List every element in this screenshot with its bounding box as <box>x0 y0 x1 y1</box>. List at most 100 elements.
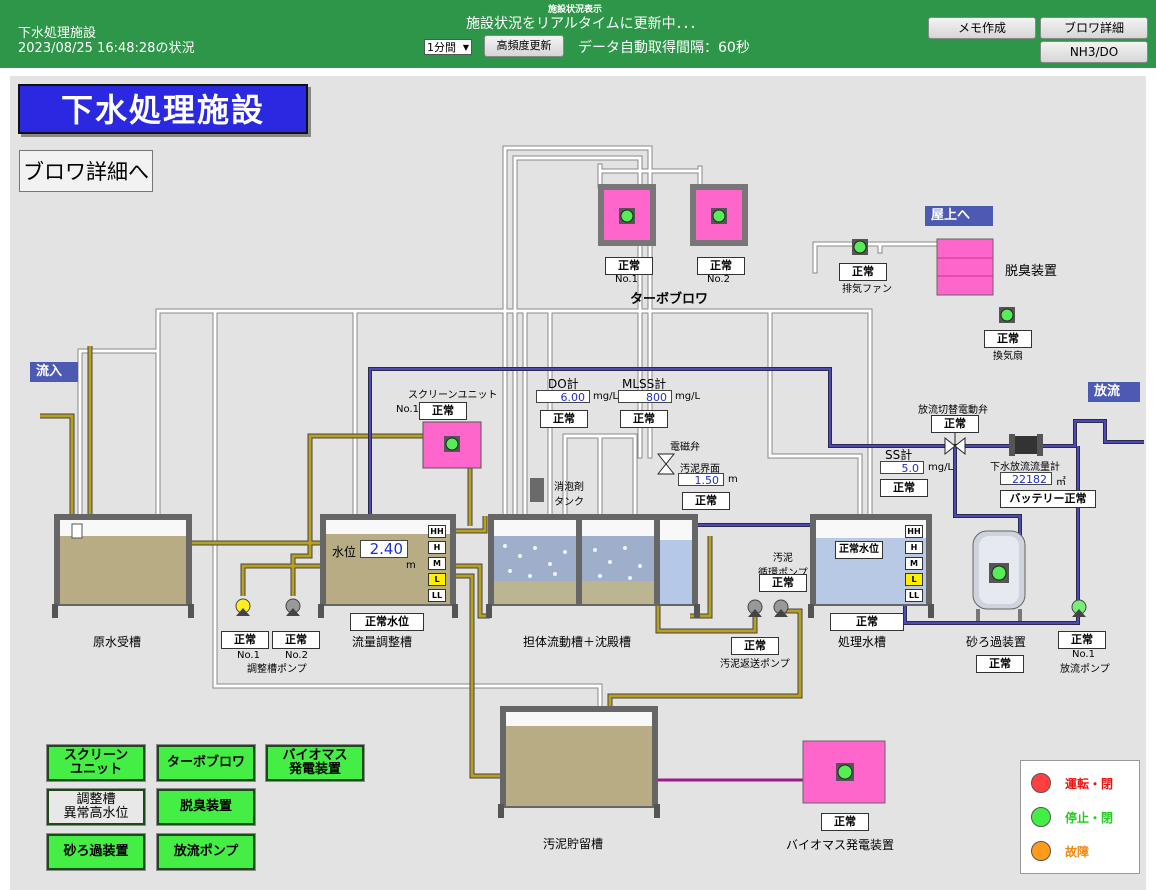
adjust-pump-1-status: 正常 <box>221 631 269 649</box>
interval-select-value: 1分間 <box>427 41 456 54</box>
do-value: 6.00 <box>536 390 590 404</box>
ss-value: 5.0 <box>880 461 924 475</box>
nav-discharge-pump-button[interactable]: 放流ポンプ <box>156 833 256 871</box>
screen-unit-no1-label: No.1 <box>396 404 419 415</box>
sludge-interface-status: 正常 <box>682 492 730 510</box>
sludge-return-pump-status: 正常 <box>731 637 779 655</box>
orange-lamp-icon <box>1031 841 1051 861</box>
discharge-tag: 放流 <box>1088 382 1140 402</box>
vent-fan-label: 換気扇 <box>993 351 1023 362</box>
refresh-message: 施設状況をリアルタイムに更新中．．． <box>466 16 704 32</box>
blower-detail-button[interactable]: ブロワ詳細 <box>1040 17 1148 39</box>
sludge-return-pump-label: 汚泥返送ポンプ <box>720 659 790 670</box>
status-legend: 運転・閉 停止・閉 故障 <box>1020 760 1140 874</box>
defoamer-tank-label: 消泡剤 タンク <box>554 482 584 508</box>
treated-level-hh: HH <box>905 525 923 538</box>
raw-water-tank-label: 原水受槽 <box>93 635 142 649</box>
do-unit: mg/L <box>593 391 619 402</box>
page-caption: 施設状況表示 <box>548 5 603 15</box>
red-lamp-icon <box>1031 773 1051 793</box>
mlss-value: 800 <box>618 390 672 404</box>
sludge-interface-unit: m <box>728 474 738 485</box>
carrier-settling-tank <box>486 478 700 618</box>
top-header: 下水処理施設 2023/08/25 16:48:28の状況 施設状況表示 施設状… <box>0 0 1156 68</box>
treated-level-ll: LL <box>905 589 923 602</box>
nav-turbo-blower-button[interactable]: ターボブロワ <box>156 744 256 782</box>
treated-tank-status: 正常 <box>830 613 904 631</box>
interval-select[interactable]: 1分間 ▼ <box>424 39 472 55</box>
solenoid-valve-label: 電磁弁 <box>670 442 700 453</box>
sludge-circulation-pump-status: 正常 <box>759 574 807 592</box>
water-level-unit: m <box>406 560 416 571</box>
biomass-status: 正常 <box>821 813 869 831</box>
green-lamp-icon <box>1031 807 1051 827</box>
treated-level-h: H <box>905 541 923 554</box>
legend-fault-label: 故障 <box>1065 845 1090 859</box>
discharge-valve-icon <box>944 432 966 456</box>
adjust-level-m: M <box>428 557 446 570</box>
flow-meter-label: 下水放流流量計 <box>990 462 1060 473</box>
ss-unit: mg/L <box>928 462 954 473</box>
raw-water-tank <box>52 514 194 618</box>
sand-filter-status: 正常 <box>976 655 1024 673</box>
flow-value: 22182 <box>1000 472 1052 486</box>
nav-screen-unit-button[interactable]: スクリーン ユニット <box>46 744 146 782</box>
exhaust-fan-label: 排気ファン <box>842 284 892 295</box>
nav-deodorizer-button[interactable]: 脱臭装置 <box>156 788 256 826</box>
solenoid-valve-icon <box>656 453 676 475</box>
sludge-storage-label: 汚泥貯留槽 <box>543 837 604 851</box>
legend-running-label: 運転・閉 <box>1065 777 1114 791</box>
blower-detail-link[interactable]: ブロワ詳細へ <box>19 150 153 192</box>
battery-status: バッテリー正常 <box>1000 490 1096 508</box>
memo-button[interactable]: メモ作成 <box>928 17 1036 39</box>
rooftop-tag[interactable]: 屋上へ <box>925 206 993 226</box>
legend-stopped-label: 停止・閉 <box>1065 811 1114 825</box>
discharge-pump-label: 放流ポンプ <box>1060 664 1110 675</box>
do-meter-label: DO計 <box>548 377 579 391</box>
turbo-blower-1-label: No.1 <box>615 274 638 285</box>
turbo-blower-label: ターボブロワ <box>630 292 709 307</box>
ss-meter-label: SS計 <box>885 448 913 462</box>
auto-interval-text: データ自動取得間隔：60秒 <box>578 40 750 56</box>
do-status: 正常 <box>540 410 588 428</box>
discharge-pump-no1-label: No.1 <box>1072 649 1095 660</box>
adjust-pump-2-label: No.2 <box>285 650 308 661</box>
carrier-tank-label: 担体流動槽＋沈殿槽 <box>523 635 632 649</box>
adjust-level-l: L <box>428 573 446 586</box>
exhaust-fan-status: 正常 <box>839 263 887 281</box>
treated-level-m: M <box>905 557 923 570</box>
mlss-meter-label: MLSS計 <box>622 377 667 391</box>
water-level-value: 2.40 <box>360 540 408 558</box>
status-lamps <box>444 208 1015 781</box>
chevron-down-icon: ▼ <box>462 43 469 52</box>
sludge-interface-label: 汚泥界面 <box>680 464 720 475</box>
flow-unit: ㎥ <box>1056 477 1066 488</box>
adjust-level-hh: HH <box>428 525 446 538</box>
turbo-blower-2-status: 正常 <box>697 257 745 275</box>
adjust-pump-label: 調整槽ポンプ <box>247 664 307 675</box>
turbo-blower-1-status: 正常 <box>605 257 653 275</box>
nh3-do-button[interactable]: NH3/DO <box>1040 41 1148 63</box>
discharge-valve-status: 正常 <box>931 415 979 433</box>
air-pipes <box>77 145 943 719</box>
high-frequency-update-button[interactable]: 高頻度更新 <box>484 35 564 57</box>
mlss-unit: mg/L <box>675 391 701 402</box>
sludge-storage-tank <box>498 706 660 818</box>
discharge-pump-status: 正常 <box>1058 631 1106 649</box>
vent-fan-status: 正常 <box>984 330 1032 348</box>
treated-tank-level-status: 正常水位 <box>835 541 883 559</box>
pump-symbols <box>235 598 1087 617</box>
inflow-tag: 流入 <box>30 362 78 382</box>
nav-adjust-tank-alarm-button[interactable]: 調整槽 異常高水位 <box>46 788 146 826</box>
mlss-status: 正常 <box>620 410 668 428</box>
treated-water-tank-label: 処理水槽 <box>838 635 887 649</box>
flow-meter <box>1009 434 1043 456</box>
biomass-label: バイオマス発電装置 <box>786 838 895 852</box>
nav-sand-filter-button[interactable]: 砂ろ過装置 <box>46 833 146 871</box>
discharge-valve-label: 放流切替電動弁 <box>918 405 988 416</box>
turbo-blower-2-label: No.2 <box>707 274 730 285</box>
adjust-pump-1-label: No.1 <box>237 650 260 661</box>
treated-pipes <box>368 367 1144 625</box>
nav-biomass-button[interactable]: バイオマス 発電装置 <box>265 744 365 782</box>
adjust-level-ll: LL <box>428 589 446 602</box>
